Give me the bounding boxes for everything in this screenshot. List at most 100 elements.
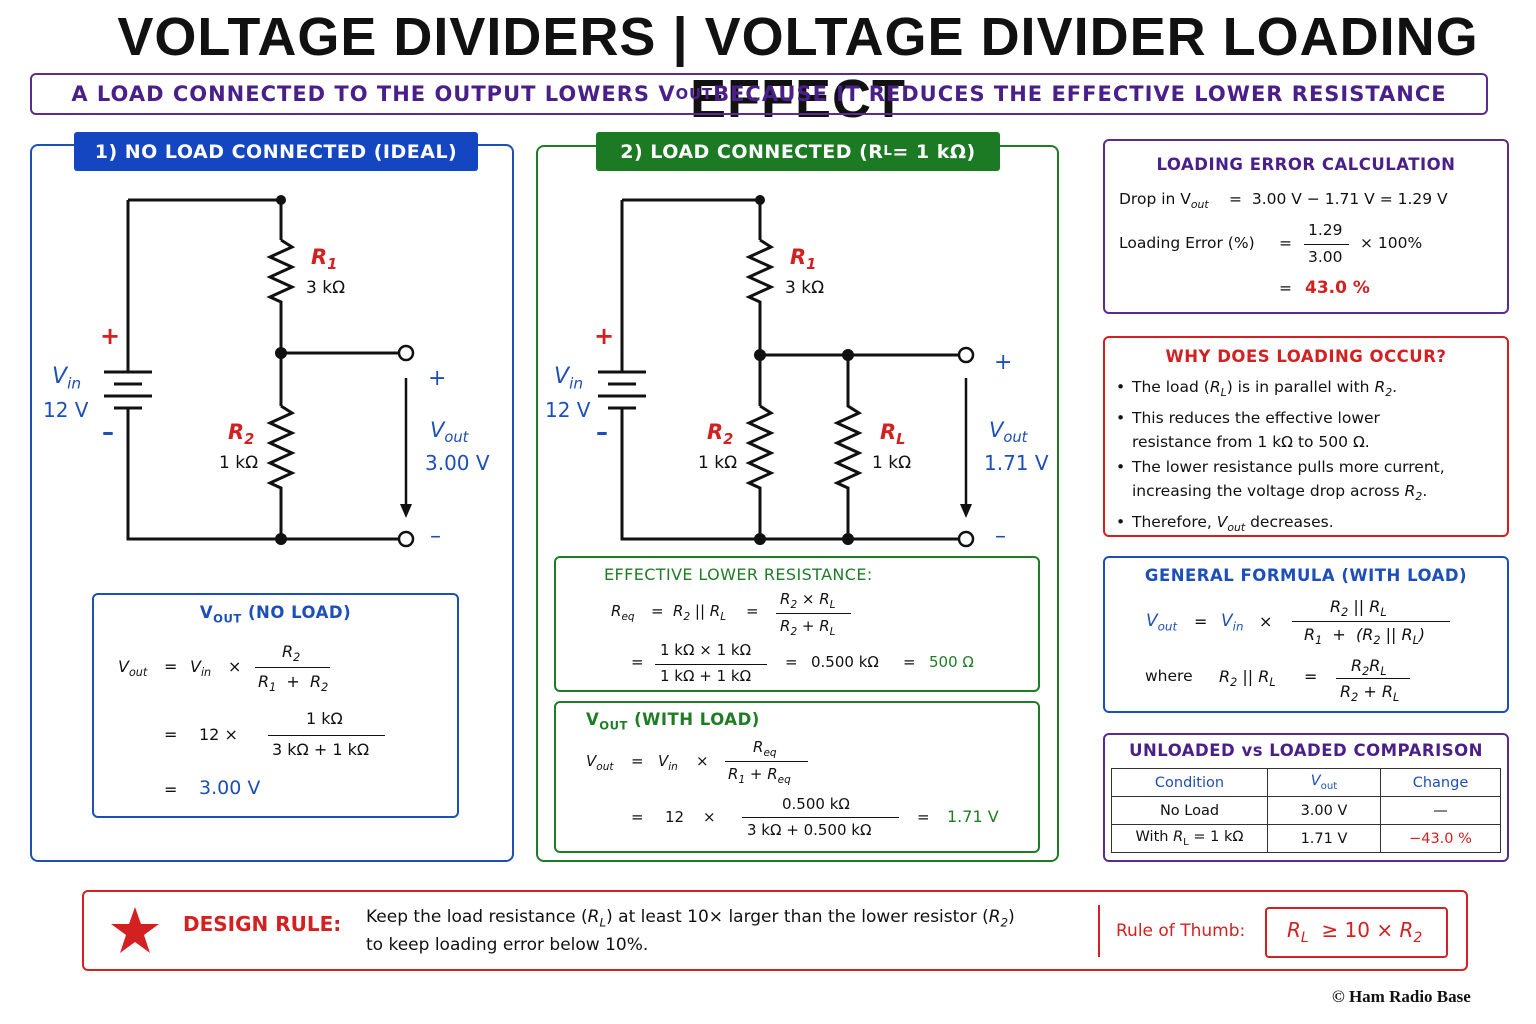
cell-change: — <box>1380 796 1501 825</box>
p2-r1-label: R1 <box>790 245 817 274</box>
p2-withload-box <box>554 701 1040 853</box>
error-title: LOADING ERROR CALCULATION <box>1156 155 1456 174</box>
p1-battery-plus: + <box>100 322 121 350</box>
p1-r1-label: R1 <box>311 245 338 274</box>
p2-vout-minus: – <box>995 524 1006 549</box>
p2-wl-mult: 12 <box>665 808 685 826</box>
star-icon <box>111 907 159 953</box>
why-bullet-3: The lower resistance pulls more current,… <box>1116 455 1496 510</box>
p2-eff-eq5: = <box>903 653 916 671</box>
design-rule-label: DESIGN RULE: <box>183 912 342 936</box>
p2-eff-eq4: = <box>785 653 798 671</box>
error-err-label: Loading Error (%) <box>1119 234 1255 252</box>
error-err-den: 3.00 <box>1308 248 1343 266</box>
p2-wl-lhs: Vout <box>586 752 614 773</box>
p1-vin-value: 12 V <box>43 398 89 422</box>
p2-vout-plus: + <box>994 350 1013 375</box>
rule-of-thumb-label: Rule of Thumb: <box>1116 921 1246 941</box>
rule-of-thumb-expr: RL ≥ 10 × R2 <box>1287 918 1423 946</box>
error-res-eq: = <box>1279 279 1292 297</box>
p1-r2-value: 1 kΩ <box>219 453 259 473</box>
p2-vin-label: Vin <box>554 364 584 393</box>
p2-battery-minus: – <box>596 418 608 446</box>
p1-f1-bar <box>255 667 330 668</box>
p2-eff-title: EFFECTIVE LOWER RESISTANCE: <box>604 565 873 584</box>
p2-r2-label: R2 <box>707 420 734 449</box>
general-formula-box <box>1103 556 1509 713</box>
p2-wl-title: VOUT (WITH LOAD) <box>586 710 760 733</box>
resistor2-r1 <box>745 238 775 406</box>
subtitle-sub: OUT <box>675 85 714 103</box>
p2-wl-result: 1.71 V <box>947 807 999 826</box>
rule-of-thumb-box <box>1265 907 1448 958</box>
p2-eff-mid: 0.500 kΩ <box>811 653 879 671</box>
p2-rl-value: 1 kΩ <box>872 453 912 473</box>
table-row: With RL = 1 kΩ 1.71 V −43.0 % <box>1111 824 1501 853</box>
general-pden: R2 + RL <box>1340 682 1400 705</box>
p1-vin-label: Vin <box>52 364 82 393</box>
p1-formula-box <box>92 593 459 818</box>
general-den: R1 + (R2 || RL) <box>1304 625 1426 648</box>
p1-f1-times: × <box>228 657 242 676</box>
p1-f1-lhs: Vout <box>118 657 148 680</box>
error-err-eq: = <box>1279 234 1292 252</box>
col-condition: Condition <box>1111 768 1268 797</box>
p1-r2-label: R2 <box>228 420 255 449</box>
panel1-tab: 1) NO LOAD CONNECTED (IDEAL) <box>74 132 478 171</box>
why-bullet-4: Therefore, Vout decreases. <box>1116 510 1496 541</box>
cell-condition: With RL = 1 kΩ <box>1111 824 1268 853</box>
cell-vout: 3.00 V <box>1267 796 1381 825</box>
wire2-bottom <box>620 408 958 541</box>
col-vout: Vout <box>1267 768 1381 797</box>
p1-vout-value: 3.00 V <box>425 451 490 475</box>
p2-r1-value: 3 kΩ <box>785 278 825 298</box>
p2-eff-eq3: = <box>631 653 644 671</box>
general-eq2: = <box>1304 667 1318 686</box>
subtitle-pre: A LOAD CONNECTED TO THE OUTPUT LOWERS V <box>71 82 676 106</box>
p1-f1-num: R2 <box>282 642 301 665</box>
design-rule-text1: Keep the load resistance (RL) at least 1… <box>366 907 1015 930</box>
loading-error-box <box>1103 139 1509 314</box>
p1-vout-plus: + <box>428 366 447 391</box>
wire-bottom-left <box>126 408 398 541</box>
p1-f2-mult: 12 × <box>199 725 238 744</box>
p2-eff-lhs: Req <box>611 602 635 623</box>
general-where: where <box>1145 667 1193 685</box>
cell-condition: No Load <box>1111 796 1268 825</box>
table-row: No Load 3.00 V — <box>1111 796 1501 825</box>
p2-eff-par: R2 || RL <box>673 602 727 623</box>
p1-f3-eq: = <box>164 780 178 799</box>
p2-wl-fnum: Req <box>753 738 777 759</box>
p1-f2-bar <box>268 735 385 736</box>
general-pbar <box>1336 678 1410 679</box>
p2-wl-den: 3 kΩ + 0.500 kΩ <box>747 821 872 839</box>
general-times: × <box>1259 612 1273 631</box>
comparison-title: UNLOADED vs LOADED COMPARISON <box>1129 741 1483 760</box>
error-drop-expr: = 3.00 V − 1.71 V = 1.29 V <box>1229 190 1448 208</box>
error-err-num: 1.29 <box>1308 221 1343 239</box>
p1-f1-den: R1 + R2 <box>258 672 329 695</box>
error-err-mult: × 100% <box>1360 234 1423 252</box>
p2-eff-fden: R2 + RL <box>780 617 836 638</box>
p2-vin-value: 12 V <box>545 398 591 422</box>
p2-vout-label: Vout <box>989 418 1028 447</box>
p1-f2-den: 3 kΩ + 1 kΩ <box>272 740 370 759</box>
circuit-with-load <box>598 195 975 548</box>
general-num: R2 || RL <box>1330 597 1387 620</box>
why-bullet-2: This reduces the effective lower resista… <box>1116 406 1496 455</box>
comparison-table: Condition Vout Change No Load 3.00 V — W… <box>1111 768 1501 853</box>
p2-eff-fbar <box>776 613 851 614</box>
p2-eff-result: 500 Ω <box>929 653 974 671</box>
p2-effective-box <box>554 556 1040 692</box>
design-rule-divider <box>1098 905 1100 957</box>
p2-eff-den: 1 kΩ + 1 kΩ <box>660 667 752 685</box>
panel1-tab-label: 1) NO LOAD CONNECTED (IDEAL) <box>94 140 458 163</box>
p2-wl-bar <box>742 817 899 818</box>
p1-f3-result: 3.00 V <box>199 777 261 799</box>
resistor2-r2 <box>745 404 775 539</box>
p2-eff-bar <box>655 664 767 665</box>
general-title: GENERAL FORMULA (WITH LOAD) <box>1144 566 1468 585</box>
circuit-no-load <box>104 195 415 548</box>
